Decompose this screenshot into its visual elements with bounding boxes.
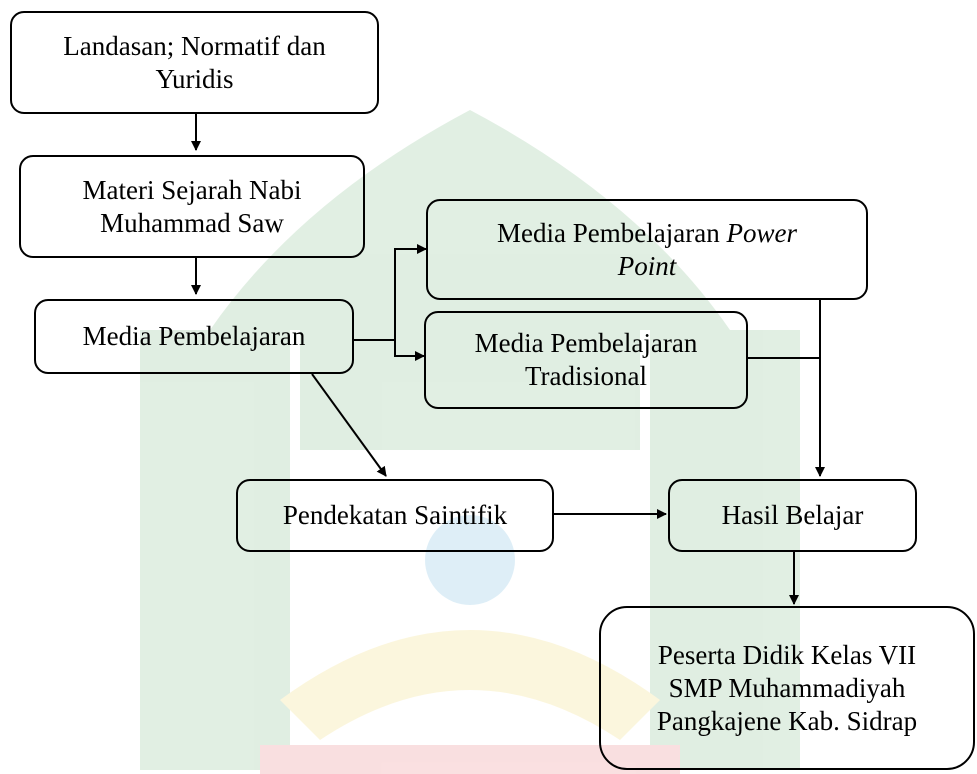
node-materi: Materi Sejarah Nabi Muhammad Saw [19, 155, 365, 258]
node-peserta-didik: Peserta Didik Kelas VII SMP Muhammadiyah… [599, 606, 975, 770]
node-peserta-line2: SMP Muhammadiyah [668, 672, 906, 703]
node-pendekatan-saintifik: Pendekatan Saintifik [236, 479, 554, 552]
node-media-powerpoint: Media Pembelajaran Power Point [426, 199, 868, 300]
node-landasan-line1: Landasan; Normatif dan [63, 30, 326, 61]
node-landasan-line2: Yuridis [155, 63, 234, 94]
node-powerpoint-line1-plain: Media Pembelajaran [497, 217, 727, 248]
node-saintifik-label: Pendekatan Saintifik [282, 500, 508, 530]
watermark-center-circle [425, 515, 515, 605]
arrow-media-to-tradisional [394, 340, 425, 361]
node-powerpoint-line1: Media Pembelajaran Power [497, 217, 797, 250]
node-tradisional-line2: Tradisional [524, 361, 647, 391]
node-materi-line1: Materi Sejarah Nabi [82, 174, 302, 205]
node-tradisional-line1: Media Pembelajaran [474, 328, 698, 358]
node-peserta-line3: Pangkajene Kab. Sidrap [656, 705, 918, 736]
node-powerpoint-line1-italic: Power [726, 217, 797, 248]
node-media-label: Media Pembelajaran [82, 321, 306, 351]
node-hasil-belajar: Hasil Belajar [668, 479, 917, 552]
watermark-book [280, 630, 660, 740]
node-materi-line2: Muhammad Saw [100, 207, 284, 238]
node-hasil-label: Hasil Belajar [721, 500, 864, 530]
node-peserta-line1: Peserta Didik Kelas VII [657, 639, 917, 670]
node-powerpoint-line2: Point [617, 250, 677, 281]
node-landasan: Landasan; Normatif dan Yuridis [10, 11, 379, 114]
node-media-pembelajaran: Media Pembelajaran [34, 299, 354, 374]
arrow-media-to-powerpoint [394, 244, 427, 340]
watermark-dome [210, 110, 730, 330]
node-media-tradisional: Media Pembelajaran Tradisional [424, 311, 748, 409]
arrow-media-to-saintifik [311, 373, 387, 477]
watermark-center-block [300, 330, 640, 450]
